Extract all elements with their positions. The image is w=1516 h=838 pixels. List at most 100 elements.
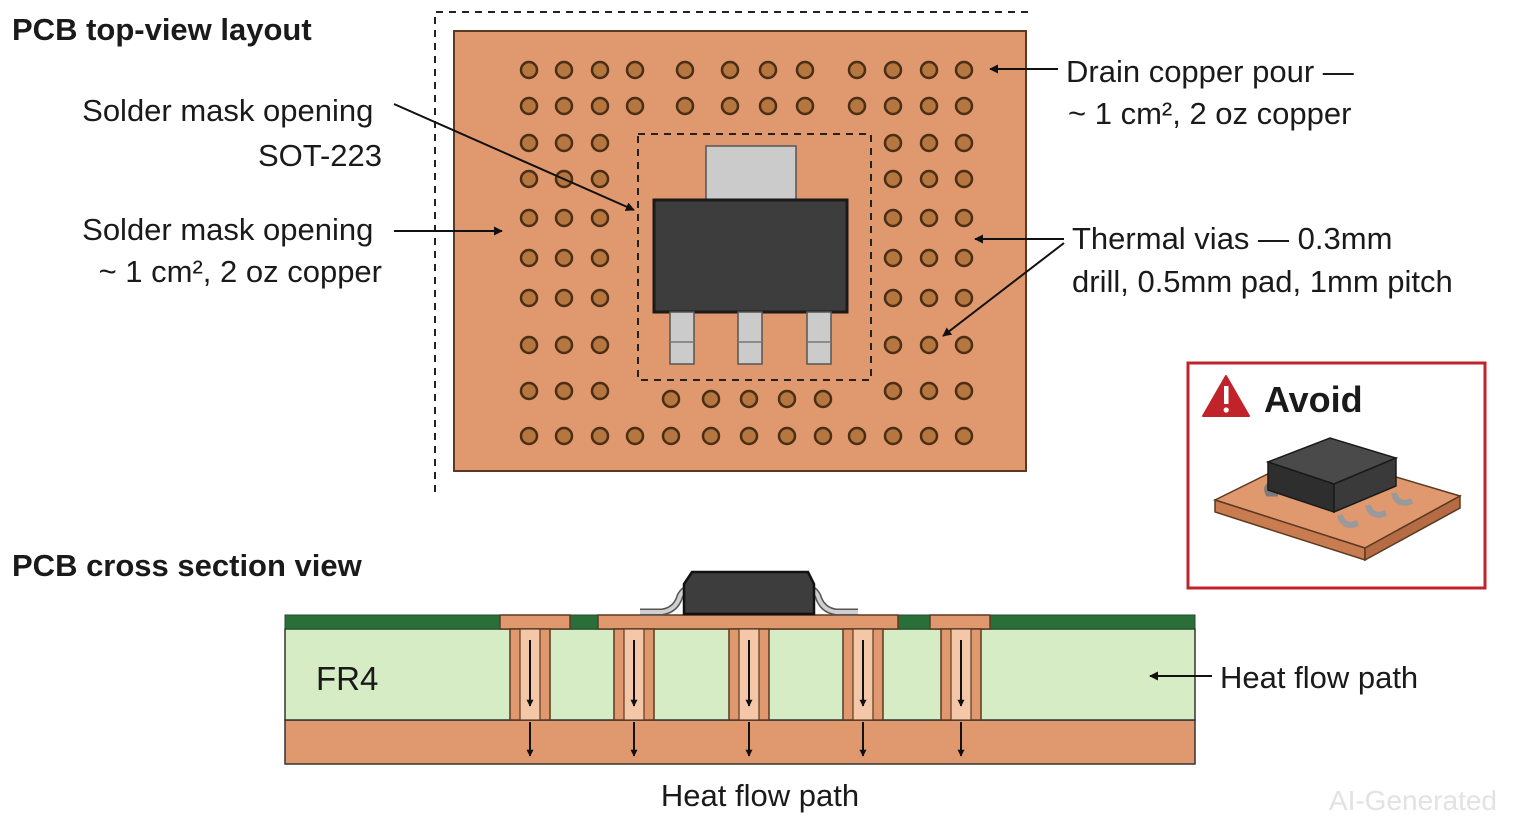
lead-pin: [806, 311, 832, 365]
thermal-via: [519, 335, 539, 355]
thermal-via: [847, 60, 867, 80]
thermal-via: [919, 60, 939, 80]
top-copper-pad: [929, 614, 991, 630]
thermal-via: [590, 248, 610, 268]
callout-arrow: [393, 103, 635, 211]
thermal-via: [777, 426, 797, 446]
thermal-via: [720, 96, 740, 116]
callout-arrow: [942, 242, 1065, 337]
thermal-via: [554, 248, 574, 268]
thermal-via: [519, 133, 539, 153]
thermal-via: [883, 248, 903, 268]
thermal-via: [883, 60, 903, 80]
thermal-via: [590, 208, 610, 228]
thermal-via: [883, 208, 903, 228]
thermal-via: [739, 426, 759, 446]
cross-section-vias: [509, 628, 982, 757]
thermal-via: [813, 426, 833, 446]
thermal-via: [919, 169, 939, 189]
thermal-via: [883, 426, 903, 446]
thermal-via: [519, 60, 539, 80]
thermal-via: [758, 96, 778, 116]
thermal-via: [554, 96, 574, 116]
thermal-via: [919, 381, 939, 401]
thermal-via: [554, 426, 574, 446]
thermal-via: [919, 248, 939, 268]
thermal-via: [519, 248, 539, 268]
thermal-via: [554, 288, 574, 308]
thermal-via: [954, 426, 974, 446]
thermal-via: [519, 288, 539, 308]
thermal-via: [919, 208, 939, 228]
thermal-via: [883, 288, 903, 308]
thermal-via: [847, 96, 867, 116]
callout-solder-mask-copper: Solder mask opening ~ 1 cm², 2 oz copper: [82, 212, 382, 289]
thermal-via: [519, 169, 539, 189]
thermal-via: [519, 208, 539, 228]
lead-pin: [669, 311, 695, 365]
thermal-via: [954, 133, 974, 153]
thermal-via: [675, 96, 695, 116]
top-copper-pad: [597, 614, 899, 630]
cross-section-title: PCB cross section view: [12, 548, 363, 583]
lead-pin: [737, 311, 763, 365]
fr4-label: FR4: [316, 660, 378, 697]
callout-thermal-vias: Thermal vias — 0.3mm drill, 0.5mm pad, 1…: [1072, 221, 1453, 299]
thermal-via: [919, 96, 939, 116]
thermal-via: [919, 335, 939, 355]
thermal-via: [954, 208, 974, 228]
thermal-via: [777, 389, 797, 409]
thermal-via: [954, 288, 974, 308]
thermal-via: [519, 96, 539, 116]
thermal-via: [847, 426, 867, 446]
thermal-via: [883, 335, 903, 355]
thermal-via: [554, 381, 574, 401]
tab-pin: [705, 145, 797, 205]
thermal-via: [883, 381, 903, 401]
thermal-via: [795, 60, 815, 80]
callout-solder-mask-sot223: Solder mask opening SOT-223: [82, 93, 382, 173]
thermal-via: [590, 60, 610, 80]
avoid-illustration: [1213, 437, 1462, 562]
thermal-via: [739, 389, 759, 409]
warning-triangle-icon: [1202, 375, 1250, 417]
thermal-via: [883, 96, 903, 116]
thermal-via: [661, 389, 681, 409]
thermal-via: [661, 426, 681, 446]
watermark: AI-Generated: [1329, 785, 1497, 816]
thermal-via: [954, 96, 974, 116]
thermal-via: [954, 60, 974, 80]
thermal-via: [519, 426, 539, 446]
top-copper-pad: [499, 614, 571, 630]
thermal-via: [554, 60, 574, 80]
thermal-via: [954, 381, 974, 401]
thermal-via: [625, 96, 645, 116]
thermal-via: [919, 288, 939, 308]
package-body: [652, 198, 849, 314]
bottom-copper-plane: [284, 719, 1196, 765]
thermal-via: [590, 335, 610, 355]
package-side-view: [640, 570, 858, 616]
thermal-via: [954, 248, 974, 268]
thermal-via: [795, 96, 815, 116]
thermal-via: [919, 133, 939, 153]
thermal-via: [554, 335, 574, 355]
cross-section: FR4: [284, 570, 1196, 765]
thermal-via: [720, 60, 740, 80]
thermal-via: [590, 426, 610, 446]
thermal-via: [590, 288, 610, 308]
thermal-via: [675, 60, 695, 80]
thermal-via: [590, 133, 610, 153]
thermal-via: [625, 426, 645, 446]
thermal-via: [813, 389, 833, 409]
thermal-via: [919, 426, 939, 446]
top-view-title: PCB top-view layout: [12, 12, 312, 47]
thermal-via: [883, 133, 903, 153]
callout-drain-copper-pour: Drain copper pour — ~ 1 cm², 2 oz copper: [1066, 54, 1362, 131]
thermal-via: [954, 335, 974, 355]
thermal-via: [954, 169, 974, 189]
thermal-via: [758, 60, 778, 80]
avoid-label: Avoid: [1264, 379, 1363, 420]
thermal-via: [519, 381, 539, 401]
thermal-via: [554, 208, 574, 228]
